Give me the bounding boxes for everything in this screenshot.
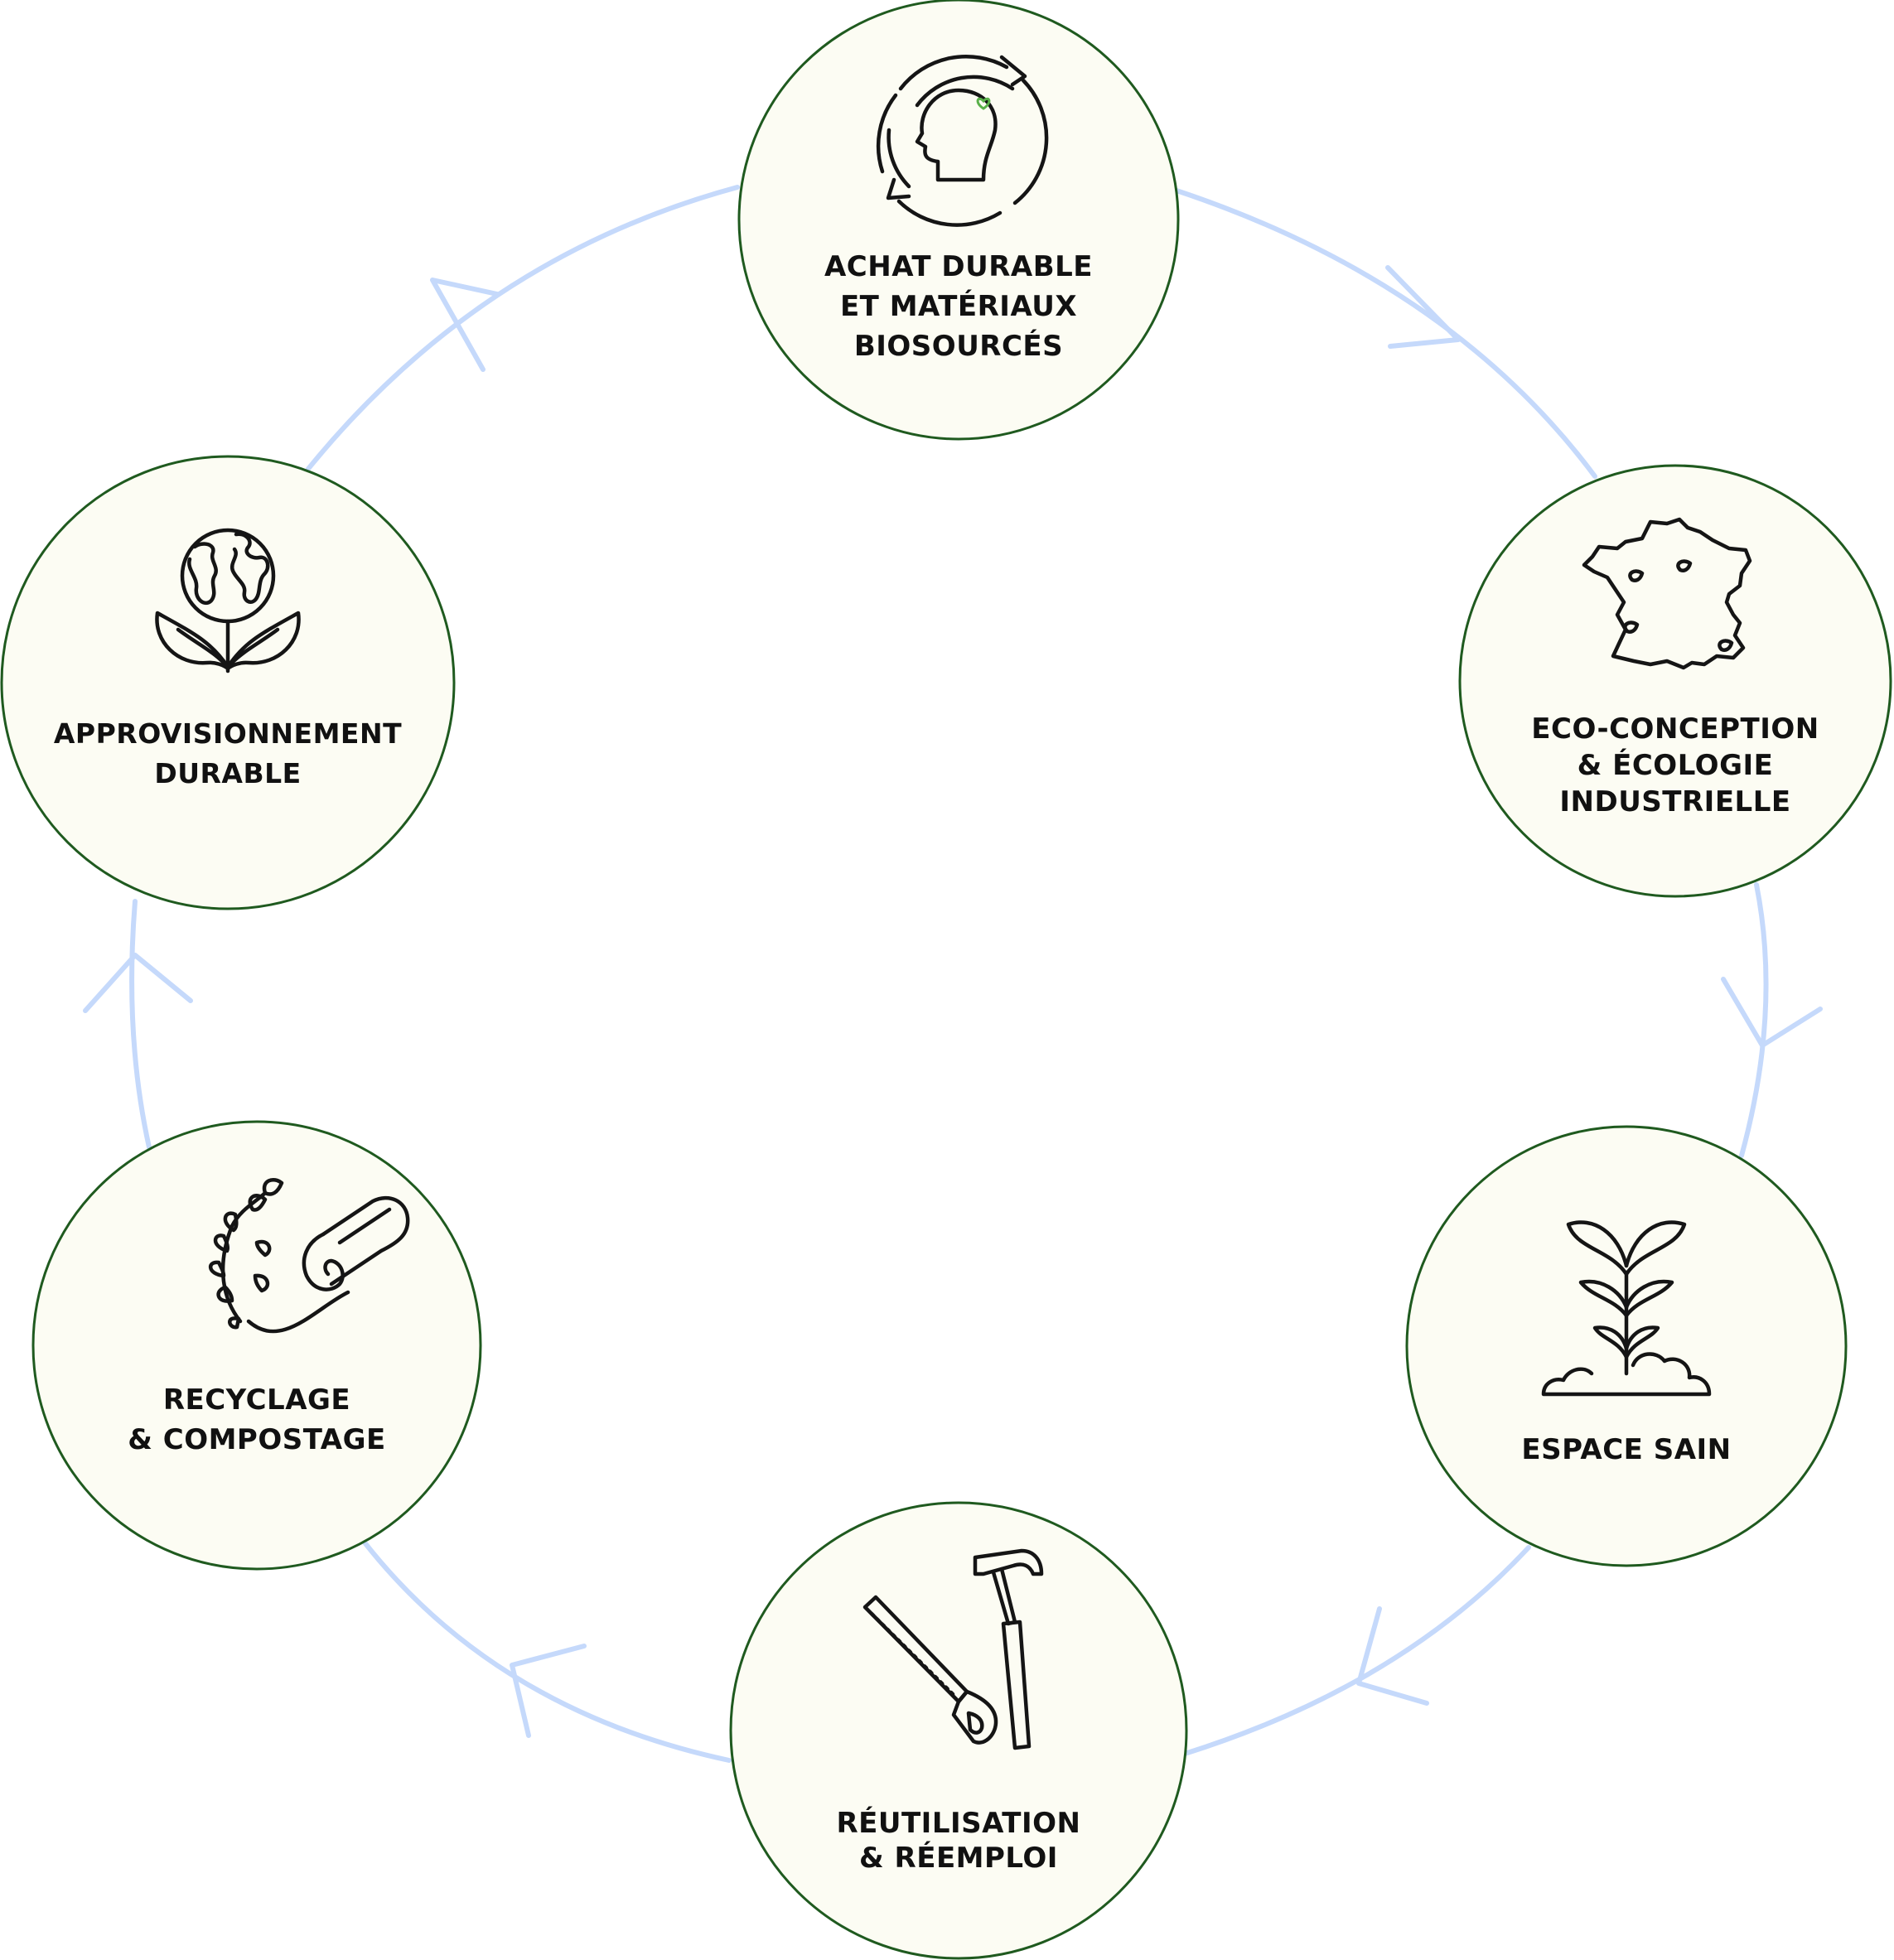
- node-label-eco: ECO-CONCEPTION & ÉCOLOGIE INDUSTRIELLE: [1510, 711, 1841, 820]
- node-label-line: ECO-CONCEPTION: [1531, 712, 1819, 746]
- france-map-leaves-icon: [1582, 517, 1752, 670]
- arc-recyclage-to-appro: [129, 899, 152, 1150]
- node-label-line: & COMPOSTAGE: [128, 1423, 386, 1456]
- node-label-line: & RÉEMPLOI: [859, 1842, 1058, 1875]
- arrowhead-achat-eco: [1385, 265, 1461, 349]
- arc-eco-to-espace: [1739, 882, 1769, 1158]
- arrowhead-eco-espace: [1721, 977, 1823, 1048]
- node-eco-circle: [1458, 464, 1892, 898]
- node-label-achat: ACHAT DURABLE ET MATÉRIAUX BIOSOURCÉS: [793, 247, 1124, 366]
- node-label-line: DURABLE: [154, 757, 302, 789]
- arc-espace-to-reutilisation: [1182, 1545, 1531, 1756]
- head-recycle-icon: [876, 55, 1049, 227]
- node-label-line: BIOSOURCÉS: [853, 330, 1064, 363]
- node-reutilisation-circle: [729, 1501, 1188, 1960]
- node-label-recyclage: RECYCLAGE & COMPOSTAGE: [91, 1380, 423, 1460]
- node-appro-circle: [0, 455, 456, 910]
- node-label-line: ESPACE SAIN: [1521, 1433, 1732, 1466]
- node-recyclage-circle: [31, 1120, 482, 1571]
- arc-achat-to-eco: [1174, 188, 1597, 479]
- node-label-espace: ESPACE SAIN: [1461, 1430, 1792, 1470]
- arc-reutilisation-to-recyclage: [362, 1540, 732, 1763]
- node-label-reutilisation: RÉUTILISATION & RÉEMPLOI: [793, 1806, 1124, 1876]
- branch-roll-icon: [209, 1178, 410, 1334]
- node-label-line: RECYCLAGE: [162, 1383, 351, 1417]
- arrowhead-espace-reutilisation: [1356, 1606, 1429, 1706]
- saw-hammer-icon: [862, 1548, 1044, 1750]
- arc-appro-to-achat: [306, 185, 740, 471]
- node-label-line: INDUSTRIELLE: [1559, 785, 1791, 818]
- node-label-line: ACHAT DURABLE: [824, 250, 1094, 283]
- arrowhead-recyclage-appro: [83, 953, 193, 1013]
- earth-flower-icon: [155, 528, 301, 673]
- node-label-appro: APPROVISIONNEMENT DURABLE: [21, 714, 435, 794]
- cycle-arcs: [129, 185, 1769, 1763]
- node-label-line: ET MATÉRIAUX: [839, 290, 1078, 323]
- node-label-line: RÉUTILISATION: [836, 1807, 1081, 1840]
- arrowhead-reutilisation-recyclage: [510, 1644, 587, 1738]
- node-label-line: & ÉCOLOGIE: [1577, 749, 1774, 782]
- node-achat-circle: [737, 0, 1180, 441]
- plant-sprout-icon: [1541, 1220, 1712, 1397]
- arrowhead-appro-achat: [430, 278, 500, 372]
- cycle-arrowheads: [83, 265, 1823, 1738]
- node-label-line: APPROVISIONNEMENT: [53, 717, 403, 750]
